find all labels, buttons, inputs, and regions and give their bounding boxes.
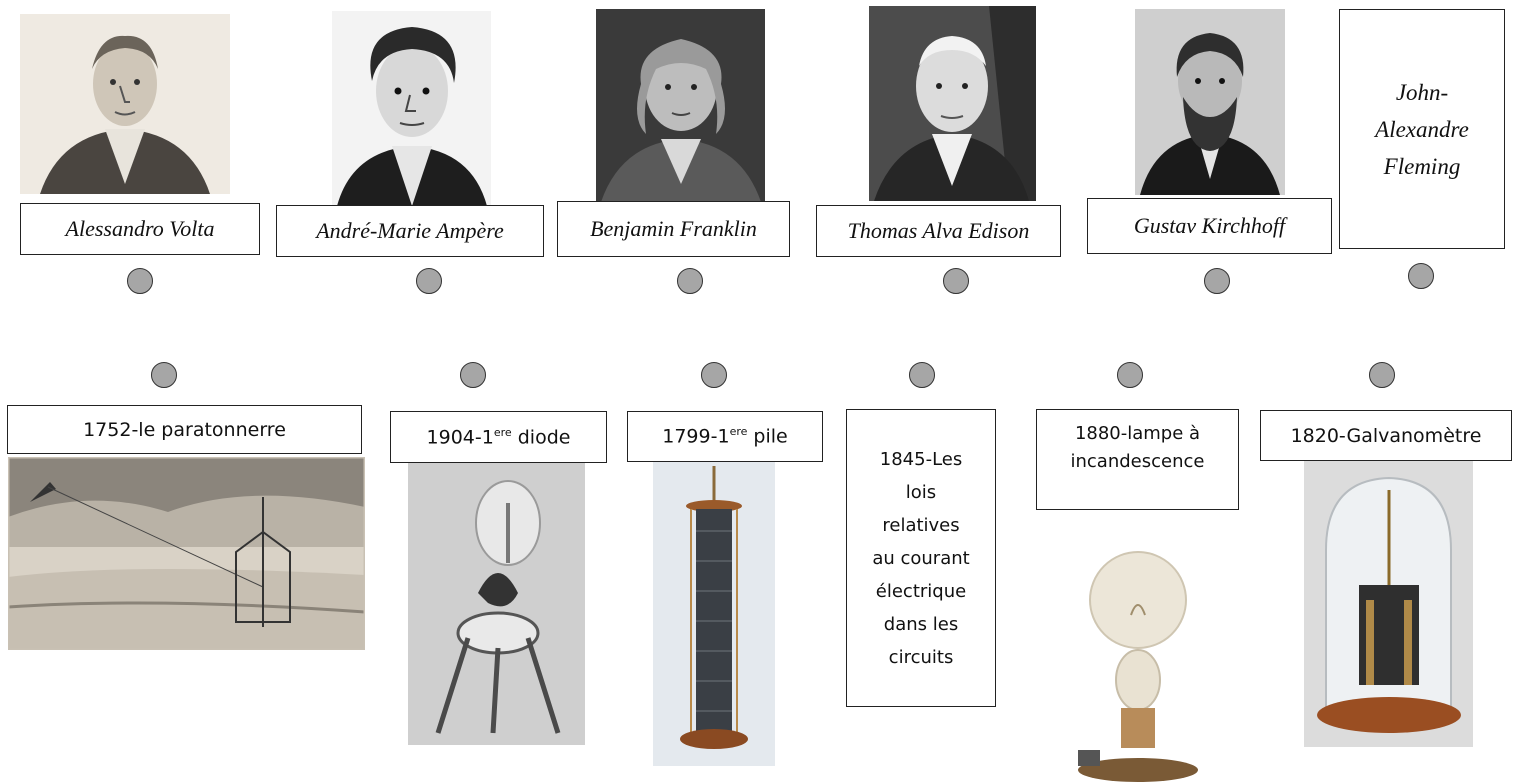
invention-image-galvanometre — [1304, 460, 1473, 747]
invention-label-line: 1880-lampe à — [1075, 420, 1200, 448]
invention-dot-pile[interactable] — [701, 362, 727, 388]
invention-dot-diode[interactable] — [460, 362, 486, 388]
scientist-label-edison: Thomas Alva Edison — [816, 205, 1061, 257]
scientist-name: Benjamin Franklin — [590, 216, 757, 242]
invention-label-text: 1904-1ere diode — [427, 426, 571, 448]
invention-dot-paratonnerre[interactable] — [151, 362, 177, 388]
invention-label-line: circuits — [889, 641, 954, 674]
scientist-dot-edison[interactable] — [943, 268, 969, 294]
invention-label-text: 1752-le paratonnerre — [83, 419, 286, 441]
invention-label-line: relatives — [882, 509, 959, 542]
invention-label-text: 1799-1ere pile — [662, 425, 788, 447]
portrait-edison — [869, 6, 1036, 201]
scientist-name: Alessandro Volta — [66, 216, 215, 242]
portrait-kirchhoff — [1135, 9, 1285, 195]
invention-label-line: au courant — [872, 542, 969, 575]
scientist-name: Thomas Alva Edison — [848, 218, 1030, 244]
invention-dot-galvanometre[interactable] — [1369, 362, 1395, 388]
scientist-label-fleming: John- Alexandre Fleming — [1339, 9, 1505, 249]
scientist-label-franklin: Benjamin Franklin — [557, 201, 790, 257]
invention-label-lampe: 1880-lampe à incandescence — [1036, 409, 1239, 510]
scientist-label-volta: Alessandro Volta — [20, 203, 260, 255]
scientist-dot-fleming[interactable] — [1408, 263, 1434, 289]
scientist-dot-franklin[interactable] — [677, 268, 703, 294]
scientist-name-line: Alexandre — [1375, 111, 1469, 148]
invention-label-pile: 1799-1ere pile — [627, 411, 823, 462]
scientist-label-kirchhoff: Gustav Kirchhoff — [1087, 198, 1332, 254]
portrait-ampere — [332, 11, 491, 206]
invention-label-line: lois — [906, 476, 936, 509]
scientist-name-line: Fleming — [1384, 148, 1461, 185]
invention-label-diode: 1904-1ere diode — [390, 411, 607, 463]
portrait-franklin — [596, 9, 765, 202]
invention-label-text: 1820-Galvanomètre — [1291, 425, 1482, 447]
invention-dot-lois[interactable] — [909, 362, 935, 388]
scientist-dot-volta[interactable] — [127, 268, 153, 294]
invention-label-line: dans les — [884, 608, 958, 641]
scientist-label-ampere: André-Marie Ampère — [276, 205, 544, 257]
invention-image-diode — [408, 463, 585, 745]
invention-image-pile — [653, 461, 775, 766]
invention-image-paratonnerre — [8, 457, 365, 650]
invention-image-lampe — [1043, 510, 1201, 784]
invention-label-paratonnerre: 1752-le paratonnerre — [7, 405, 362, 454]
invention-label-galvanometre: 1820-Galvanomètre — [1260, 410, 1512, 461]
invention-label-lois: 1845-Les lois relatives au courant élect… — [846, 409, 996, 707]
invention-dot-lampe[interactable] — [1117, 362, 1143, 388]
portrait-volta — [20, 14, 230, 194]
scientist-name: André-Marie Ampère — [316, 218, 504, 244]
scientist-name-line: John- — [1396, 74, 1448, 111]
invention-label-line: électrique — [876, 575, 966, 608]
invention-label-line: incandescence — [1071, 448, 1205, 476]
scientist-dot-ampere[interactable] — [416, 268, 442, 294]
invention-label-line: 1845-Les — [880, 443, 962, 476]
scientist-dot-kirchhoff[interactable] — [1204, 268, 1230, 294]
scientist-name: Gustav Kirchhoff — [1134, 213, 1285, 239]
